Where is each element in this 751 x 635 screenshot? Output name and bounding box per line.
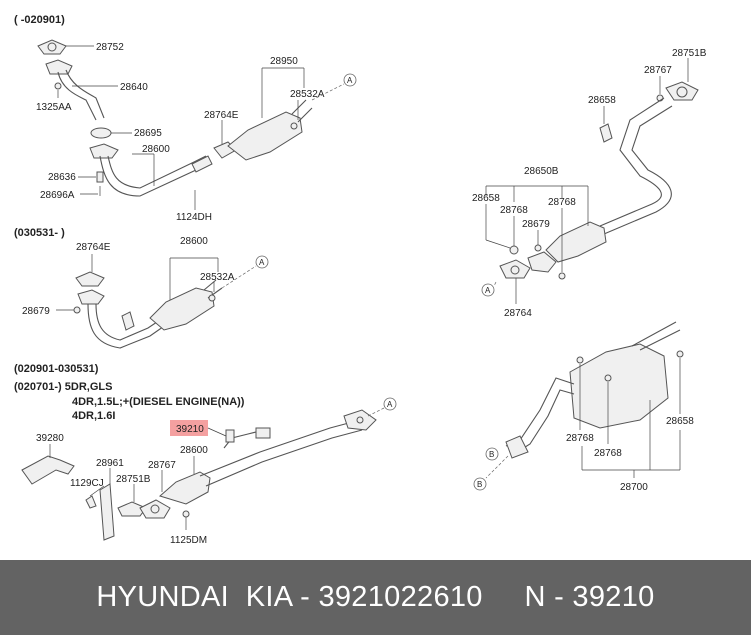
label-28636: 28636 <box>48 172 76 183</box>
label-28679-sec2: 28679 <box>22 306 50 317</box>
ref-circle-b-1 <box>485 447 499 461</box>
label-28752: 28752 <box>96 42 124 53</box>
label-1125DM: 1125DM <box>170 535 207 546</box>
section1-labels: 28752 28640 1325AA 28695 28600 28636 286… <box>36 42 357 223</box>
label-28695: 28695 <box>134 128 162 139</box>
section-header-4dr-diesel: 4DR,1.5L;+(DIESEL ENGINE(NA)) <box>72 396 245 408</box>
center-pipe-28650B <box>599 97 673 235</box>
ref-circle-a-2 <box>255 255 269 269</box>
ref-circle-b-2 <box>473 477 487 491</box>
catalytic-converter-sec2-shape <box>149 287 215 331</box>
label-28961: 28961 <box>96 458 124 469</box>
footer-banner: HYUNDAI KIA - 3921022610 N - 39210 <box>0 560 751 635</box>
section2-parts <box>75 271 223 349</box>
section1-parts <box>37 39 313 210</box>
label-28768-right-c: 28768 <box>566 433 594 444</box>
ref-letter-a-1: A <box>347 76 353 85</box>
gasket-28764E-sec2-shape <box>75 271 105 287</box>
bracket-39280-shape <box>21 455 75 485</box>
ref-circle-a-1 <box>343 73 357 87</box>
ref-letter-b-2: B <box>477 480 482 489</box>
muffler-labels: 28658 28768 28768 28700 B B <box>473 358 694 493</box>
label-1129CJ: 1129CJ <box>70 478 104 489</box>
label-28658-right-top: 28658 <box>588 95 616 106</box>
label-28751B-right: 28751B <box>672 48 707 59</box>
spring-28636-shape <box>96 171 104 183</box>
label-28600-sec3: 28600 <box>180 445 208 456</box>
front-pipe-28600c <box>199 419 363 487</box>
label-28532A-sec1: 28532A <box>290 89 325 100</box>
gasket-28695-shape <box>90 127 112 139</box>
ref-letter-a-4: A <box>485 286 491 295</box>
label-28768-right-a: 28768 <box>500 205 528 216</box>
label-28768-right-d: 28768 <box>594 448 622 459</box>
section3-labels: 39210 28600 39280 28961 28767 1129CJ 287… <box>36 397 397 546</box>
section-header-020901-030531: (020901-030531) <box>14 363 99 375</box>
ref-circle-a-4 <box>481 283 495 297</box>
label-28700: 28700 <box>620 482 648 493</box>
label-28764E-sec2: 28764E <box>76 242 111 253</box>
label-28767-sec3: 28767 <box>148 460 176 471</box>
highlight-39210 <box>170 420 208 436</box>
label-28768-right-b: 28768 <box>548 197 576 208</box>
label-39210: 39210 <box>176 424 204 435</box>
section-header-030531: (030531- ) <box>14 227 65 239</box>
bracket-28961-shape <box>99 483 115 541</box>
oxygen-sensor-39210-shape <box>223 431 257 449</box>
label-28767-right: 28767 <box>644 65 672 76</box>
section-header-5dr-gls: (020701-) 5DR,GLS <box>14 381 112 393</box>
footer-part-number-text: HYUNDAI KIA - 3921022610 N - 39210 <box>96 581 655 613</box>
ref-letter-a-3: A <box>387 400 393 409</box>
ref-letter-b-1: B <box>489 450 494 459</box>
label-28950: 28950 <box>270 56 298 67</box>
label-28640: 28640 <box>120 82 148 93</box>
catalytic-converter-28950-shape <box>227 111 303 161</box>
label-28679-right: 28679 <box>522 219 550 230</box>
front-pipe-28600b <box>87 303 171 349</box>
label-28600-sec1: 28600 <box>142 144 170 155</box>
flange-28640-shape <box>45 59 73 75</box>
label-28600-sec2: 28600 <box>180 236 208 247</box>
label-28650B: 28650B <box>524 166 559 177</box>
label-39280: 39280 <box>36 433 64 444</box>
section2-labels: 28764E 28600 28532A A 28679 <box>22 236 269 317</box>
muffler-parts <box>505 321 684 459</box>
ref-circle-a-3 <box>383 397 397 411</box>
center-pipe-parts <box>499 81 699 280</box>
label-28751B-sec3: 28751B <box>116 474 151 485</box>
muffler-28700-shape <box>569 343 669 429</box>
front-pipe-28600a <box>99 155 209 197</box>
label-28532A-sec2: 28532A <box>200 272 235 283</box>
catalytic-converter-sec3-shape <box>158 471 211 505</box>
section-header-pre-020901: ( -020901) <box>14 14 65 26</box>
label-28658-right-bottom: 28658 <box>666 416 694 427</box>
exhaust-parts-diagram: ( -020901) (030531- ) (020901-030531) (0… <box>14 14 707 546</box>
center-pipe-labels: 28751B 28767 28658 28650B 28658 28768 28… <box>472 48 707 319</box>
ref-letter-a-2: A <box>259 258 265 267</box>
label-28764E-sec1: 28764E <box>204 110 239 121</box>
flange-28600a-shape <box>89 143 119 159</box>
label-28764: 28764 <box>504 308 532 319</box>
label-28696A: 28696A <box>40 190 75 201</box>
section-header-4dr-16i: 4DR,1.6I <box>72 410 115 422</box>
section3-parts <box>21 409 377 541</box>
catalytic-converter-right-shape <box>545 221 607 263</box>
label-1325AA: 1325AA <box>36 102 72 113</box>
label-28658-right-mid: 28658 <box>472 193 500 204</box>
label-1124DH: 1124DH <box>176 212 212 223</box>
